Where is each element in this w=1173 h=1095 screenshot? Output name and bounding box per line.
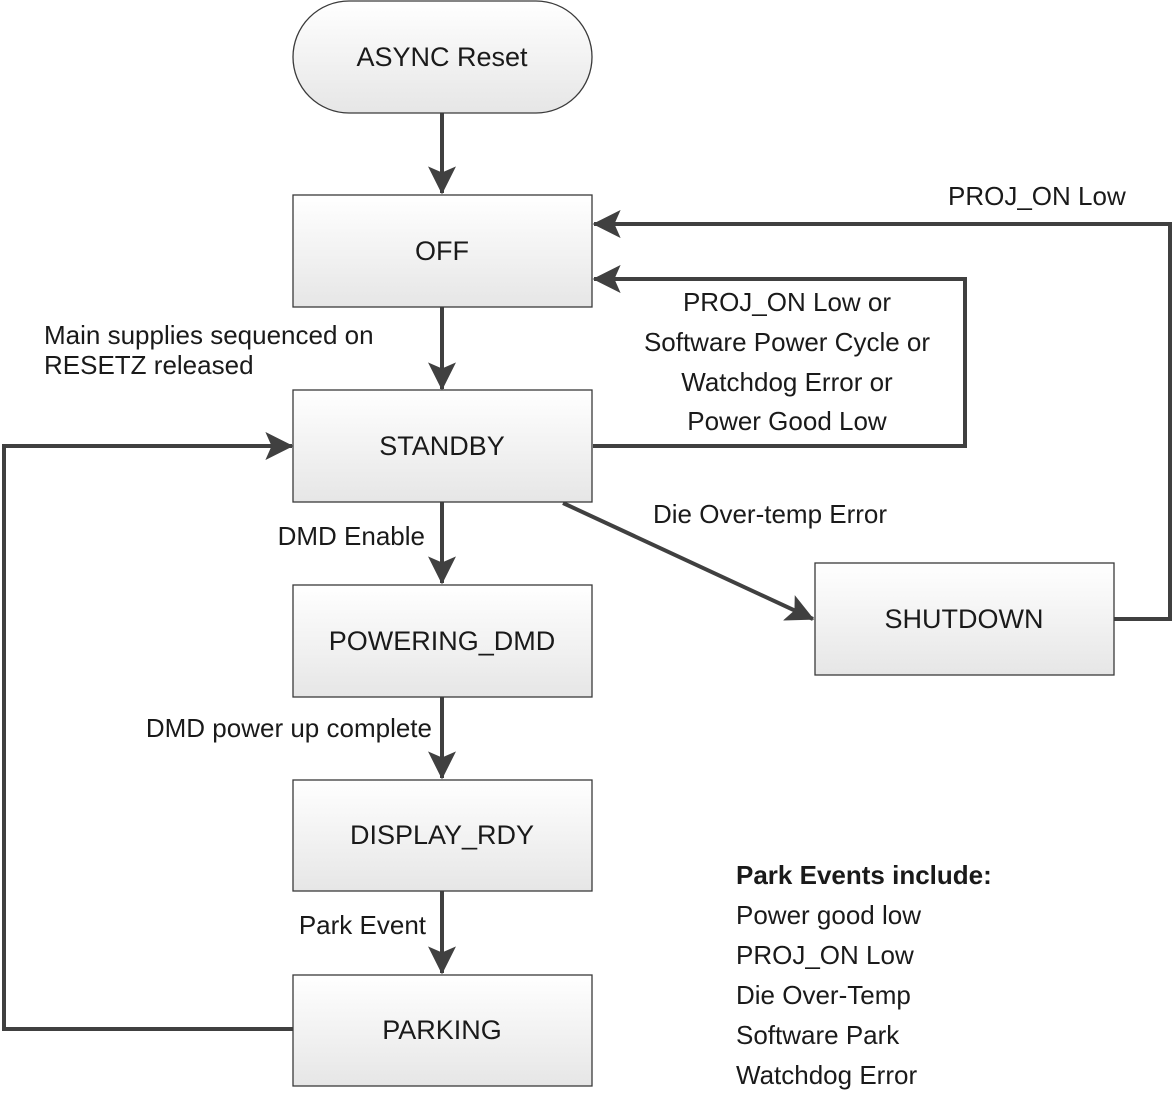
label-standby-to-off-line3: Watchdog Error or bbox=[681, 367, 893, 397]
park-events-legend: Park Events include: Power good low PROJ… bbox=[736, 860, 992, 1090]
state-async-reset: ASYNC Reset bbox=[292, 0, 593, 114]
label-shutdown-to-off: PROJ_ON Low bbox=[948, 181, 1126, 211]
state-standby-label: STANDBY bbox=[379, 431, 505, 461]
label-powering-dmd-to-display-rdy: DMD power up complete bbox=[146, 713, 432, 743]
legend-item: Watchdog Error bbox=[736, 1060, 917, 1090]
state-standby: STANDBY bbox=[292, 389, 593, 503]
label-standby-to-shutdown: Die Over-temp Error bbox=[653, 499, 887, 529]
state-off: OFF bbox=[292, 194, 593, 308]
state-display-rdy: DISPLAY_RDY bbox=[292, 779, 593, 892]
label-standby-to-off-line2: Software Power Cycle or bbox=[644, 327, 930, 357]
edge-standby-to-shutdown bbox=[562, 501, 815, 621]
edge-standby-to-off bbox=[592, 265, 967, 448]
state-powering-dmd: POWERING_DMD bbox=[292, 584, 593, 698]
state-powering-dmd-label: POWERING_DMD bbox=[329, 626, 556, 656]
label-display-rdy-to-parking: Park Event bbox=[299, 910, 427, 940]
state-shutdown: SHUTDOWN bbox=[814, 562, 1115, 676]
legend-item: PROJ_ON Low bbox=[736, 940, 914, 970]
state-shutdown-label: SHUTDOWN bbox=[885, 604, 1044, 634]
state-display-rdy-label: DISPLAY_RDY bbox=[350, 820, 534, 850]
label-standby-to-powering-dmd: DMD Enable bbox=[278, 521, 425, 551]
label-standby-to-off-line1: PROJ_ON Low or bbox=[683, 287, 891, 317]
legend-title: Park Events include: bbox=[736, 860, 992, 890]
state-off-label: OFF bbox=[415, 236, 469, 266]
legend-item: Die Over-Temp bbox=[736, 980, 911, 1010]
legend-item: Software Park bbox=[736, 1020, 900, 1050]
state-parking: PARKING bbox=[292, 974, 593, 1087]
label-off-to-standby-line2: RESETZ released bbox=[44, 350, 254, 380]
edge-shutdown-to-off bbox=[592, 210, 1172, 621]
edge-parking-to-standby bbox=[2, 432, 294, 1031]
label-off-to-standby-line1: Main supplies sequenced on bbox=[44, 320, 374, 350]
legend-item: Power good low bbox=[736, 900, 921, 930]
label-standby-to-off-line4: Power Good Low bbox=[687, 406, 887, 436]
state-async-reset-label: ASYNC Reset bbox=[356, 42, 528, 72]
state-parking-label: PARKING bbox=[382, 1015, 502, 1045]
